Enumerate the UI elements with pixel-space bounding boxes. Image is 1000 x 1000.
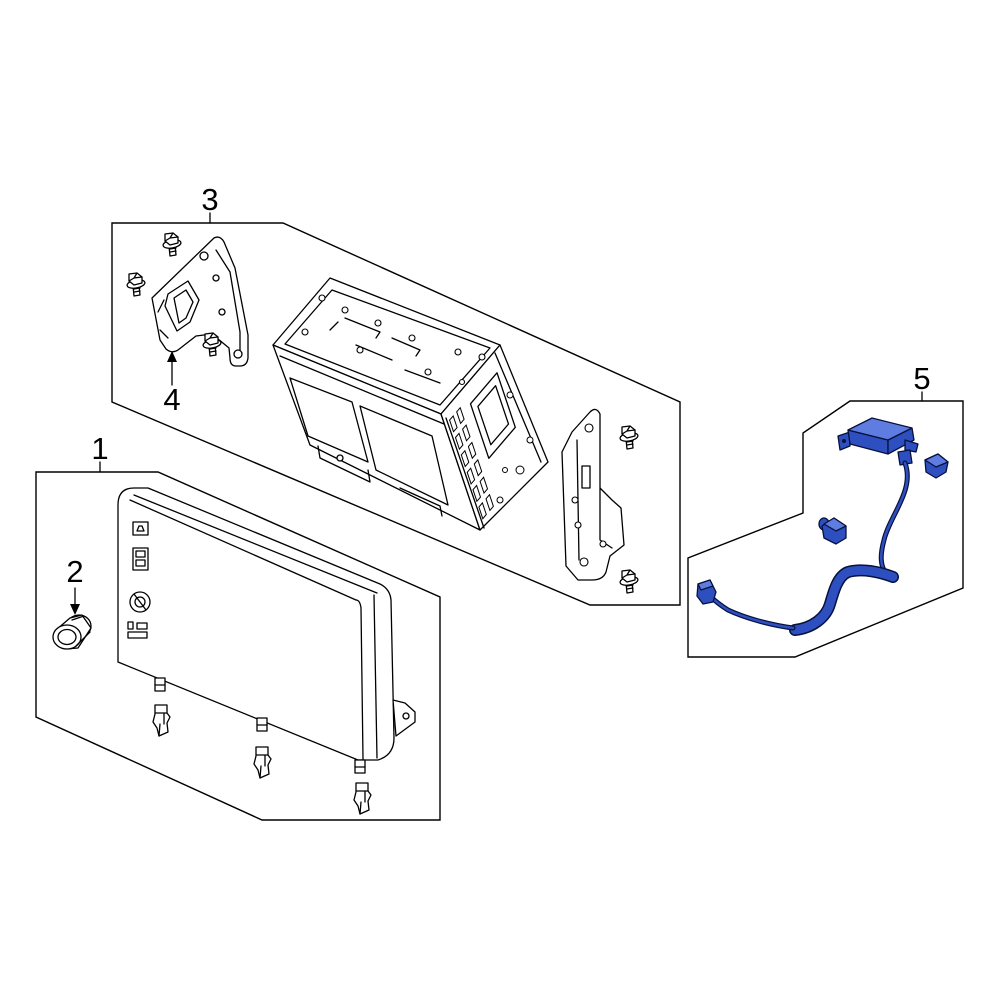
harness-grommet bbox=[818, 517, 847, 545]
callout-5: 5 bbox=[913, 361, 931, 402]
panel-group-1 bbox=[35, 471, 441, 821]
bolt-icon bbox=[161, 232, 183, 257]
volume-knob bbox=[52, 614, 92, 650]
callout-2-label: 2 bbox=[66, 554, 83, 589]
bolt-icon bbox=[618, 425, 640, 450]
retainer-clip-icon bbox=[152, 704, 171, 737]
display-unit bbox=[117, 487, 416, 761]
callout-4: 4 bbox=[163, 351, 181, 417]
harness-clip bbox=[924, 453, 949, 479]
bolt-icon bbox=[125, 272, 147, 297]
panel-group-3 bbox=[111, 222, 681, 606]
callout-3: 3 bbox=[201, 182, 219, 224]
mounting-tab bbox=[256, 717, 268, 732]
panel-group-5 bbox=[687, 400, 964, 658]
antenna-harness bbox=[696, 417, 949, 636]
callout-2-arrowhead bbox=[70, 604, 80, 615]
usb-port-icon bbox=[132, 521, 149, 536]
callout-2: 2 bbox=[66, 554, 84, 615]
retainer-clip-icon bbox=[253, 746, 272, 779]
bolt-icon bbox=[618, 569, 640, 594]
mounting-tab bbox=[154, 677, 166, 692]
callout-1: 1 bbox=[91, 431, 109, 473]
callout-4-label: 4 bbox=[163, 382, 180, 417]
mounting-bracket-right bbox=[561, 408, 625, 581]
callout-3-label: 3 bbox=[201, 182, 218, 217]
harness-connector bbox=[696, 579, 717, 605]
button-cluster-icon bbox=[127, 621, 148, 639]
knob-icon bbox=[129, 591, 151, 613]
retainer-clip-icon bbox=[353, 782, 372, 815]
antenna-module bbox=[837, 417, 919, 466]
receiver-unit bbox=[272, 277, 549, 531]
mounting-tab bbox=[354, 759, 366, 774]
callout-1-label: 1 bbox=[91, 431, 108, 466]
aux-port-icon bbox=[132, 547, 149, 571]
callout-4-arrowhead bbox=[167, 351, 177, 362]
mounting-bracket-left bbox=[151, 236, 249, 367]
callout-5-label: 5 bbox=[913, 361, 930, 396]
